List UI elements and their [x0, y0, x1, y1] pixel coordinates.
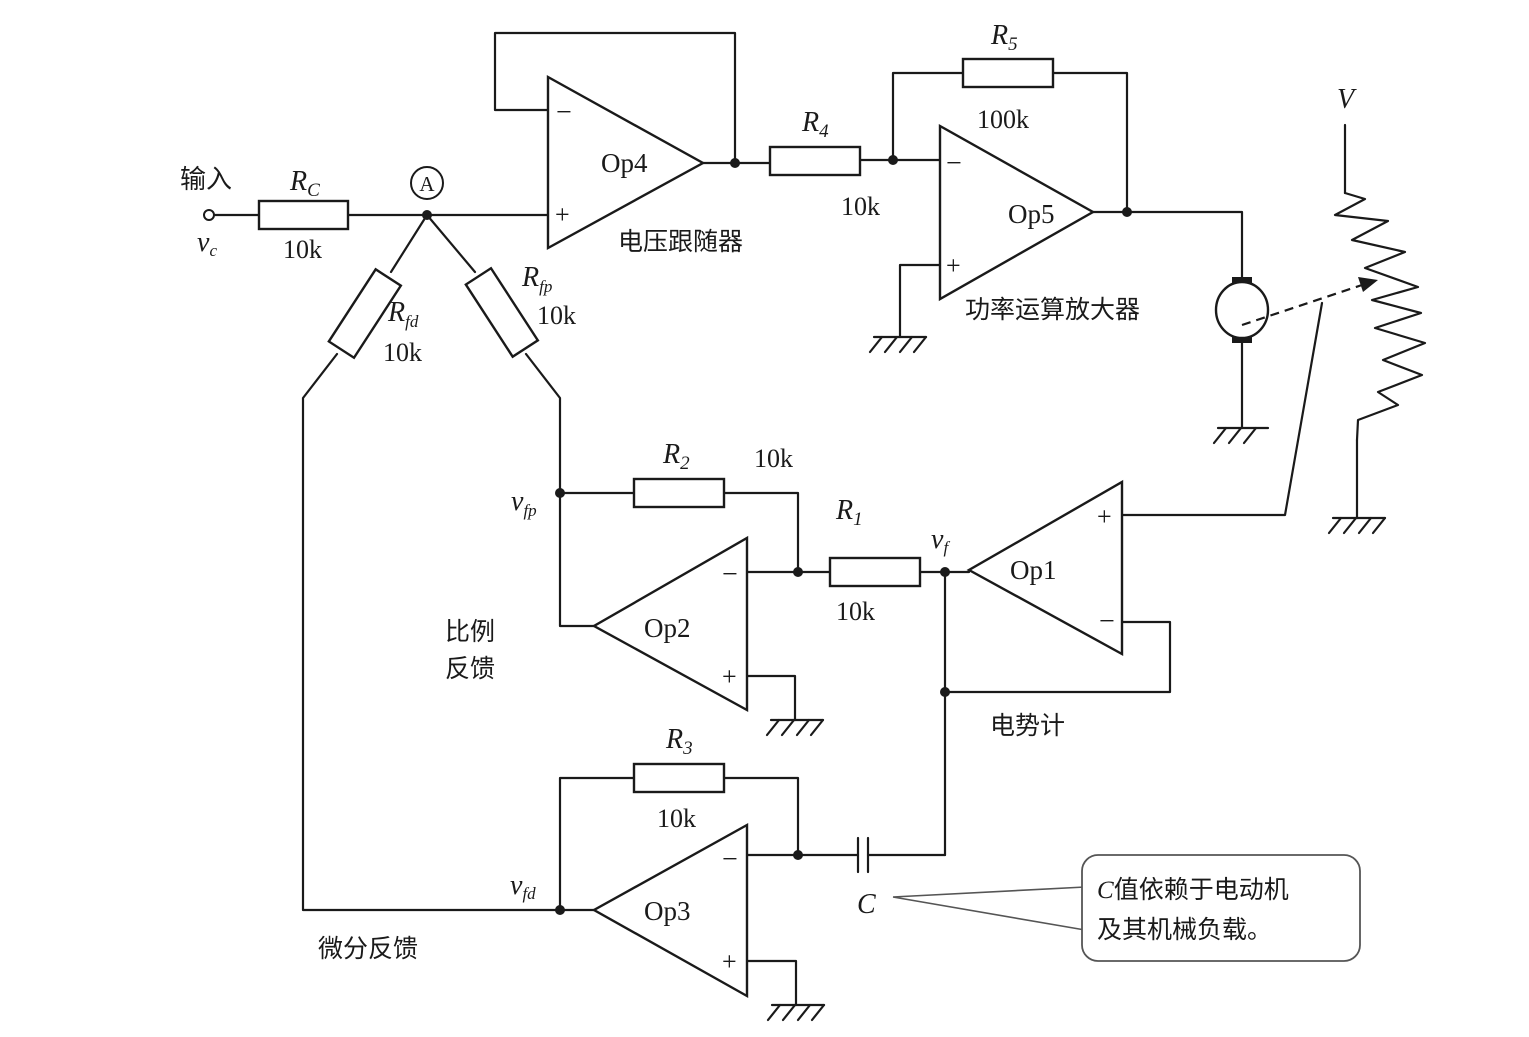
wire-op2-plus-ground: [745, 674, 797, 722]
resistor-r3: [632, 762, 726, 794]
node-a-circle: [410, 166, 444, 200]
op-amps: [546, 74, 1124, 999]
vc-label: vc: [197, 227, 217, 260]
resistor-r4: [768, 145, 862, 177]
rfp-value: 10k: [537, 301, 576, 330]
op2-triangle: [591, 535, 749, 713]
rc-name: RC: [289, 166, 320, 201]
r2-value: 10k: [754, 444, 793, 473]
op3-triangle: [591, 822, 749, 999]
proportional-feedback-label-1: 比例: [445, 617, 495, 646]
op1-triangle: [966, 479, 1124, 657]
power-amp-label: 功率运算放大器: [965, 295, 1140, 324]
differential-feedback-label: 微分反馈: [318, 934, 418, 963]
wire-op5-plus-ground: [898, 263, 942, 339]
rfd-name: Rfd: [387, 297, 419, 331]
callout: [892, 854, 1361, 962]
resistor-rfd: [327, 267, 403, 360]
wire-op3-plus-ground: [745, 959, 798, 1007]
junctions: [422, 155, 1132, 915]
r5-name: R5: [990, 20, 1018, 55]
r4-name: R4: [801, 107, 829, 142]
callout-line-2: 及其机械负载。: [1097, 915, 1272, 944]
wire-rfd-branch: [301, 213, 596, 912]
rfd-value: 10k: [383, 338, 422, 367]
ground-op3: [766, 1003, 826, 1022]
wire-r5-feedback: [891, 71, 1129, 214]
op1-plus: +: [1097, 502, 1112, 531]
wire-op1-plus-wiper: [1120, 301, 1324, 517]
resistor-r1: [828, 556, 922, 588]
input-terminal: [203, 209, 215, 221]
op4-plus: +: [555, 200, 570, 229]
ground-op5: [868, 335, 928, 354]
node-a-label: A: [419, 172, 435, 196]
mechanical-coupling-arrow: [1241, 277, 1378, 327]
potentiometer-label: 电势计: [990, 711, 1065, 740]
rc-value: 10k: [283, 235, 322, 264]
op2-minus: −: [722, 559, 738, 590]
motor: [1214, 277, 1270, 343]
wire-op5-out: [1091, 210, 1244, 282]
op5-triangle: [938, 123, 1096, 302]
resistor-rc: [257, 199, 350, 231]
op4-triangle: [546, 74, 706, 251]
wire-r3-feedback: [558, 776, 800, 912]
resistor-r2: [632, 477, 726, 509]
capacitor-label: C: [857, 889, 876, 920]
op3-label: Op3: [644, 896, 691, 926]
op1-label: Op1: [1010, 555, 1057, 585]
rfp-name: Rfp: [521, 262, 552, 296]
ground-pot: [1327, 516, 1387, 535]
ground-motor: [1212, 426, 1270, 445]
op5-minus: −: [946, 148, 962, 179]
r1-value: 10k: [836, 597, 875, 626]
vf-label: vf: [931, 524, 950, 557]
op4-minus: −: [556, 97, 572, 128]
wire-op4-feedback: [493, 31, 737, 165]
op4-label: Op4: [601, 148, 648, 178]
wires: [212, 31, 1359, 1007]
ground-op2: [765, 718, 825, 737]
callout-line-1: C值依赖于电动机: [1097, 875, 1289, 904]
wire-r2-feedback: [558, 491, 800, 574]
op1-minus: −: [1099, 606, 1115, 637]
op3-minus: −: [722, 844, 738, 875]
r4-value: 10k: [841, 192, 880, 221]
r1-name: R1: [835, 495, 863, 530]
wire-pot: [1343, 123, 1359, 520]
wire-rfp-branch: [425, 213, 596, 628]
capacitor: [856, 836, 870, 874]
voltage-follower-label: 电压跟随器: [618, 227, 743, 256]
r3-name: R3: [665, 724, 693, 759]
op2-plus: +: [722, 662, 737, 691]
r2-name: R2: [662, 439, 690, 474]
grounds: [765, 335, 1387, 1022]
supply-v-label: V: [1337, 84, 1357, 115]
vfd-label: vfd: [510, 870, 536, 903]
wire-op1-feedback: [943, 570, 1172, 857]
callout-box: [1081, 854, 1361, 962]
proportional-feedback-label-2: 反馈: [445, 654, 495, 683]
potentiometer: [1333, 191, 1427, 442]
r3-value: 10k: [657, 804, 696, 833]
resistor-rfp: [464, 266, 540, 359]
op5-label: Op5: [1008, 199, 1055, 229]
r5-value: 100k: [977, 105, 1029, 134]
input-label: 输入: [180, 165, 232, 195]
op5-plus: +: [946, 251, 961, 280]
vfp-label: vfp: [511, 486, 537, 520]
resistor-r5: [961, 57, 1055, 89]
resistors: [257, 57, 1055, 794]
op3-plus: +: [722, 947, 737, 976]
op2-label: Op2: [644, 613, 691, 643]
